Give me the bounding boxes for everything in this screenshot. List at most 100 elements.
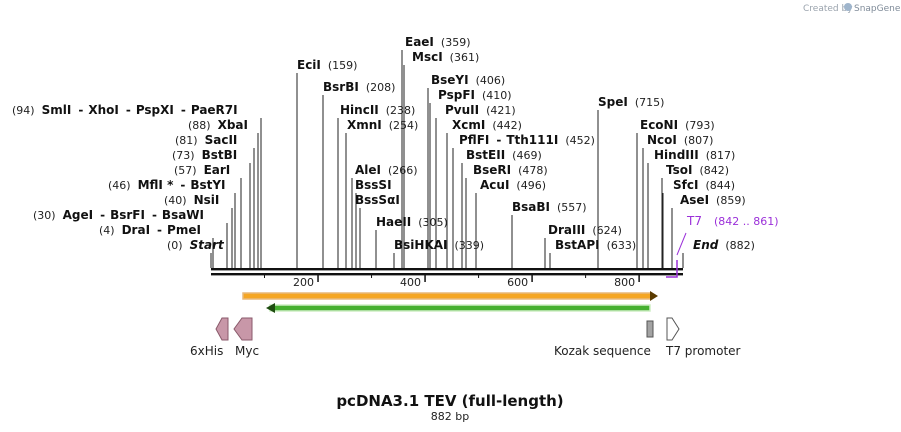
enzyme-label-row: BssSαI bbox=[355, 193, 400, 207]
cut-position: (208) bbox=[366, 81, 396, 94]
enzyme-name: BseYI bbox=[431, 73, 469, 87]
enzyme-separator: - bbox=[496, 133, 501, 147]
enzyme-name: Tth111I bbox=[506, 133, 558, 147]
cut-position: (4) bbox=[99, 224, 115, 237]
enzyme-label-row: BsaBI(557) bbox=[512, 200, 587, 214]
myc-feature-label: Myc bbox=[235, 344, 259, 358]
enzyme-label-row: (94)SmlI-XhoI-PspXI-PaeR7I bbox=[12, 103, 238, 117]
enzyme-name: SmlI bbox=[42, 103, 72, 117]
enzyme-name: NsiI bbox=[194, 193, 220, 207]
enzyme-label-row: XcmI (442) bbox=[452, 118, 522, 132]
enzyme-label-row: EciI(159) bbox=[297, 58, 357, 72]
cut-position: (359) bbox=[441, 36, 471, 49]
enzyme-name: HindIII bbox=[654, 148, 699, 162]
enzyme-name: BsaBI bbox=[512, 200, 550, 214]
cut-position: (496) bbox=[516, 179, 546, 192]
enzyme-label-row: AseI(859) bbox=[680, 193, 746, 207]
map-length: 882 bp bbox=[431, 410, 469, 423]
enzyme-label-row: MscI(361) bbox=[412, 50, 479, 64]
cut-position: (882) bbox=[725, 239, 755, 252]
enzyme-name: BstEII bbox=[466, 148, 505, 162]
enzyme-name: XcmI bbox=[452, 118, 485, 132]
cut-position: (254) bbox=[389, 119, 419, 132]
enzyme-name: BsrFI bbox=[110, 208, 145, 222]
6xhis-feature-icon bbox=[215, 317, 229, 341]
enzyme-label-row: SfcI (844) bbox=[673, 178, 735, 192]
enzyme-label-row: (57) EarI bbox=[174, 163, 230, 177]
t7-promoter-feature-label: T7 promoter bbox=[665, 344, 741, 358]
t7-primer-label: T7 bbox=[686, 214, 702, 228]
cut-position: (442) bbox=[492, 119, 522, 132]
enzyme-name: XbaI bbox=[218, 118, 248, 132]
enzyme-name: EarI bbox=[204, 163, 231, 177]
cut-position: (469) bbox=[512, 149, 542, 162]
t7-primer-range: (842 .. 861) bbox=[714, 215, 779, 228]
enzyme-label-row: (4)DraI-PmeI bbox=[99, 223, 201, 237]
ruler-tick-label: 200 bbox=[293, 276, 314, 289]
snapgene-brand: SnapGene bbox=[854, 4, 901, 14]
enzyme-label-row: End(882) bbox=[693, 238, 755, 252]
enzyme-label-row: HincII(238) bbox=[340, 103, 415, 117]
cut-position: (88) bbox=[188, 119, 211, 132]
enzyme-name: BstBI bbox=[202, 148, 238, 162]
enzyme-label-row: (40)NsiI bbox=[164, 193, 219, 207]
enzyme-label-row: (81)SacII bbox=[175, 133, 237, 147]
cut-position: (57) bbox=[174, 164, 197, 177]
cut-position: (46) bbox=[108, 179, 131, 192]
cut-position: (859) bbox=[716, 194, 746, 207]
kozak-feature-icon bbox=[646, 320, 654, 338]
enzyme-name: SfcI bbox=[673, 178, 698, 192]
enzyme-label-row: PspFI(410) bbox=[438, 88, 512, 102]
kozak-feature-label: Kozak sequence bbox=[554, 344, 651, 358]
enzyme-name: BssSαI bbox=[355, 193, 400, 207]
enzyme-label-row: HaeII (305) bbox=[376, 215, 448, 229]
enzyme-name: BseRI bbox=[473, 163, 511, 177]
enzyme-name: EcoNI bbox=[640, 118, 678, 132]
t7-promoter-feature-icon bbox=[666, 317, 680, 341]
myc-feature-icon bbox=[233, 317, 253, 341]
enzyme-label-row: (30)AgeI-BsrFI-BsaWI bbox=[33, 208, 204, 222]
cut-position: (81) bbox=[175, 134, 198, 147]
enzyme-name: HaeII bbox=[376, 215, 411, 229]
cut-position: (817) bbox=[706, 149, 736, 162]
enzyme-label-row: AcuI (496) bbox=[480, 178, 546, 192]
enzyme-name: BsrBI bbox=[323, 80, 359, 94]
enzyme-label-row: DraIII (624) bbox=[548, 223, 622, 237]
enzyme-label-row: EaeI (359) bbox=[405, 35, 471, 49]
cut-position: (238) bbox=[386, 104, 416, 117]
cut-position: (421) bbox=[486, 104, 516, 117]
enzyme-name: AcuI bbox=[480, 178, 509, 192]
enzyme-separator: - bbox=[78, 103, 83, 117]
enzyme-label-row: BsrBI (208) bbox=[323, 80, 395, 94]
enzyme-label-row: NcoI(807) bbox=[647, 133, 713, 147]
enzyme-name: XmnI bbox=[347, 118, 382, 132]
enzyme-label-row: SpeI(715) bbox=[598, 95, 664, 109]
enzyme-label-row: BseYI (406) bbox=[431, 73, 505, 87]
enzyme-label-row: AleI(266) bbox=[355, 163, 418, 177]
cut-position: (478) bbox=[518, 164, 548, 177]
cut-position: (406) bbox=[476, 74, 506, 87]
cut-position: (410) bbox=[482, 89, 512, 102]
enzyme-separator: - bbox=[152, 208, 157, 222]
cut-position: (624) bbox=[592, 224, 622, 237]
t7-primer-connector bbox=[676, 232, 687, 256]
cut-position: (0) bbox=[167, 239, 183, 252]
cut-position: (30) bbox=[33, 209, 56, 222]
enzyme-name: DraIII bbox=[548, 223, 585, 237]
cut-position: (305) bbox=[418, 216, 448, 229]
orf-reverse-arrowhead bbox=[266, 303, 275, 313]
cut-position: (633) bbox=[607, 239, 637, 252]
enzyme-label-row: (46)MflI *-BstYI bbox=[108, 178, 226, 192]
enzyme-label-row: BssSI bbox=[355, 178, 392, 192]
enzyme-name: BstYI bbox=[190, 178, 225, 192]
enzyme-name: EaeI bbox=[405, 35, 434, 49]
sequence-boundary-label: Start bbox=[190, 238, 225, 252]
cut-position: (844) bbox=[705, 179, 735, 192]
enzyme-name: BsaWI bbox=[162, 208, 204, 222]
sequence-backbone bbox=[211, 268, 683, 276]
created-by-text: Created by bbox=[803, 4, 853, 14]
enzyme-label-row: PflFI-Tth111I(452) bbox=[459, 133, 595, 147]
enzyme-label-row: EcoNI(793) bbox=[640, 118, 715, 132]
cut-position: (715) bbox=[635, 96, 665, 109]
